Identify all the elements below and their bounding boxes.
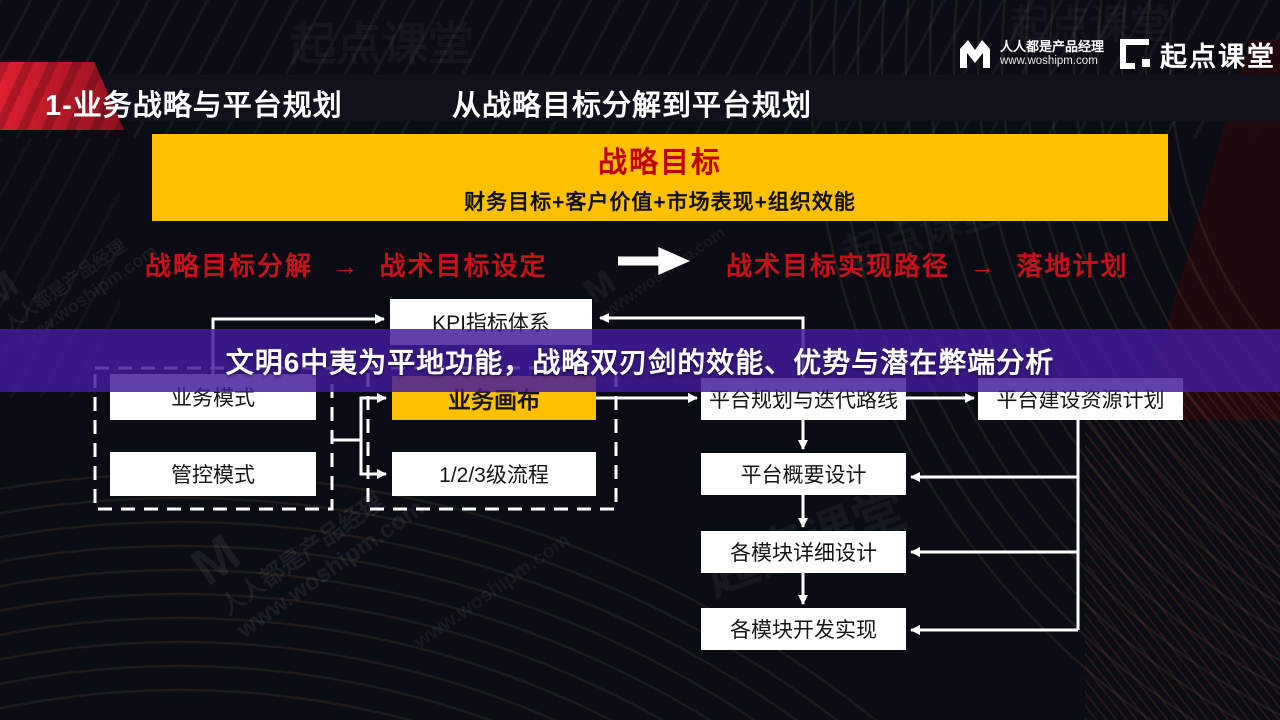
red-arrow-icon: → [969, 251, 998, 281]
overlay-headline-banner: 文明6中夷为平地功能，战略双刃剑的效能、优势与潜在弊端分析 [0, 329, 1280, 392]
strategy-goal-subtitle: 财务目标+客户价值+市场表现+组织效能 [464, 191, 856, 214]
woshipm-text: 人人都是产品经理 www.woshipm.com [1000, 38, 1105, 67]
flow-box-module-detail-design: 各模块详细设计 [701, 531, 906, 573]
woshipm-m-icon [960, 40, 990, 68]
red-pinstripe-texture [1085, 388, 1280, 720]
strategy-goal-banner: 战略目标 财务目标+客户价值+市场表现+组织效能 [152, 134, 1168, 221]
brand-logos: 人人都是产品经理 www.woshipm.com 起点课堂 [958, 33, 1276, 75]
flow-box-platform-outline-design: 平台概要设计 [701, 453, 906, 495]
page-subtitle: 从战略目标分解到平台规划 [452, 90, 813, 122]
red-arrow-icon: → [332, 251, 361, 281]
strategy-goal-title: 战略目标 [597, 147, 722, 179]
qidian-name: 起点课堂 [1160, 41, 1277, 72]
flow-box-process-levels: 1/2/3级流程 [392, 452, 596, 496]
page-title: 1-业务战略与平台规划 [45, 90, 343, 122]
flow-box-module-dev-impl: 各模块开发实现 [701, 608, 906, 650]
flow-step-implement: 战术目标实现路径 → 落地计划 [726, 251, 1129, 281]
watermark-maker-url-ghost: www.woshipm.com [410, 529, 575, 654]
header-band [0, 75, 1280, 121]
overlay-headline-text: 文明6中夷为平地功能，战略双刃剑的效能、优势与潜在弊端分析 [225, 346, 1055, 378]
qidian-bracket-icon [1120, 39, 1151, 69]
flow-big-arrow-icon [618, 247, 690, 275]
flow-step-decompose: 战略目标分解 → 战术目标设定 [145, 251, 548, 281]
flow-box-control-model: 管控模式 [110, 452, 316, 496]
